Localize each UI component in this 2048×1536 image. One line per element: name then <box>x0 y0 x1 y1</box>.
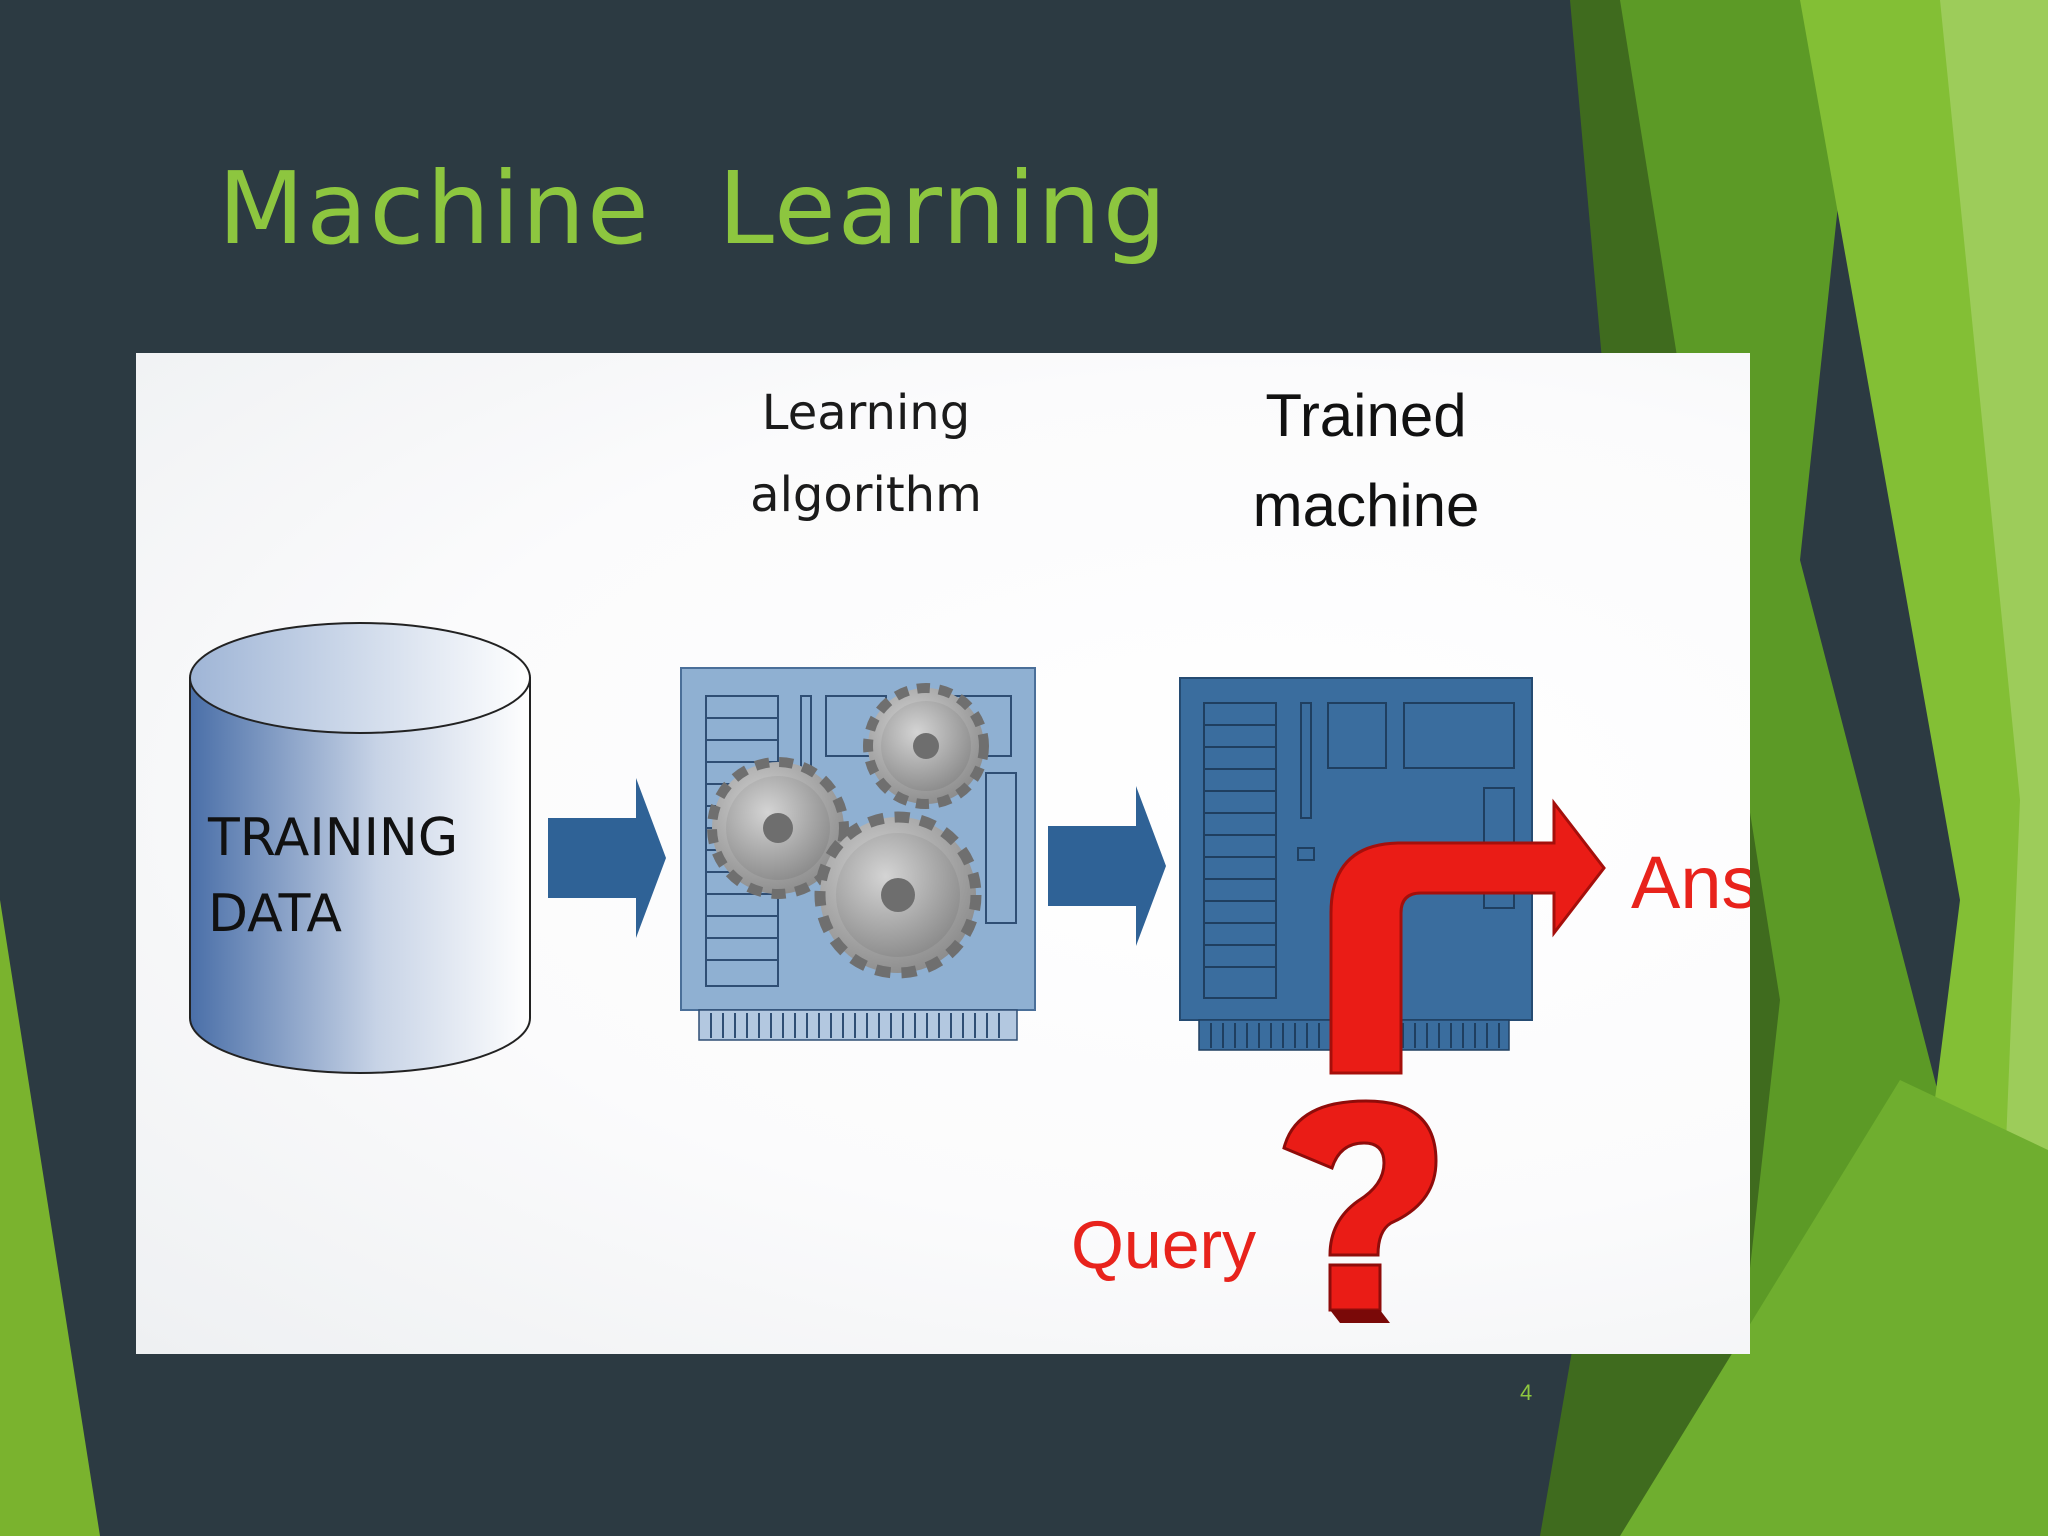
answer-label: Ans <box>1631 841 1750 924</box>
gear-bottom-icon <box>814 811 982 979</box>
diagram-graphics <box>189 622 1606 1323</box>
answer-arrow-icon <box>1329 798 1606 1075</box>
database-cylinder-icon <box>189 622 531 1074</box>
training-data-label-line1: TRAINING <box>208 808 459 868</box>
shard-left <box>0 900 100 1536</box>
learning-algorithm-label-line2: algorithm <box>750 467 982 523</box>
arrow-right-icon <box>1048 786 1166 946</box>
gears-icon <box>707 683 989 979</box>
ml-diagram-figure: Learning algorithm Trained machine TRAIN… <box>136 353 1750 1354</box>
gear-top-icon <box>863 683 989 809</box>
arrow-right-icon <box>548 778 666 938</box>
trained-machine-label-line1: Trained <box>1265 382 1467 449</box>
trained-machine-label-line2: machine <box>1252 472 1480 539</box>
slide-title: Machine Learning <box>218 150 1169 267</box>
shard-right-lower <box>1620 1080 2048 1536</box>
page-number: 4 <box>1520 1380 1533 1405</box>
learning-algorithm-label-line1: Learning <box>761 385 971 441</box>
query-label: Query <box>1071 1207 1257 1283</box>
question-mark-icon <box>1282 1099 1438 1323</box>
gear-large-icon <box>707 757 849 899</box>
training-data-label-line2: DATA <box>208 884 342 944</box>
